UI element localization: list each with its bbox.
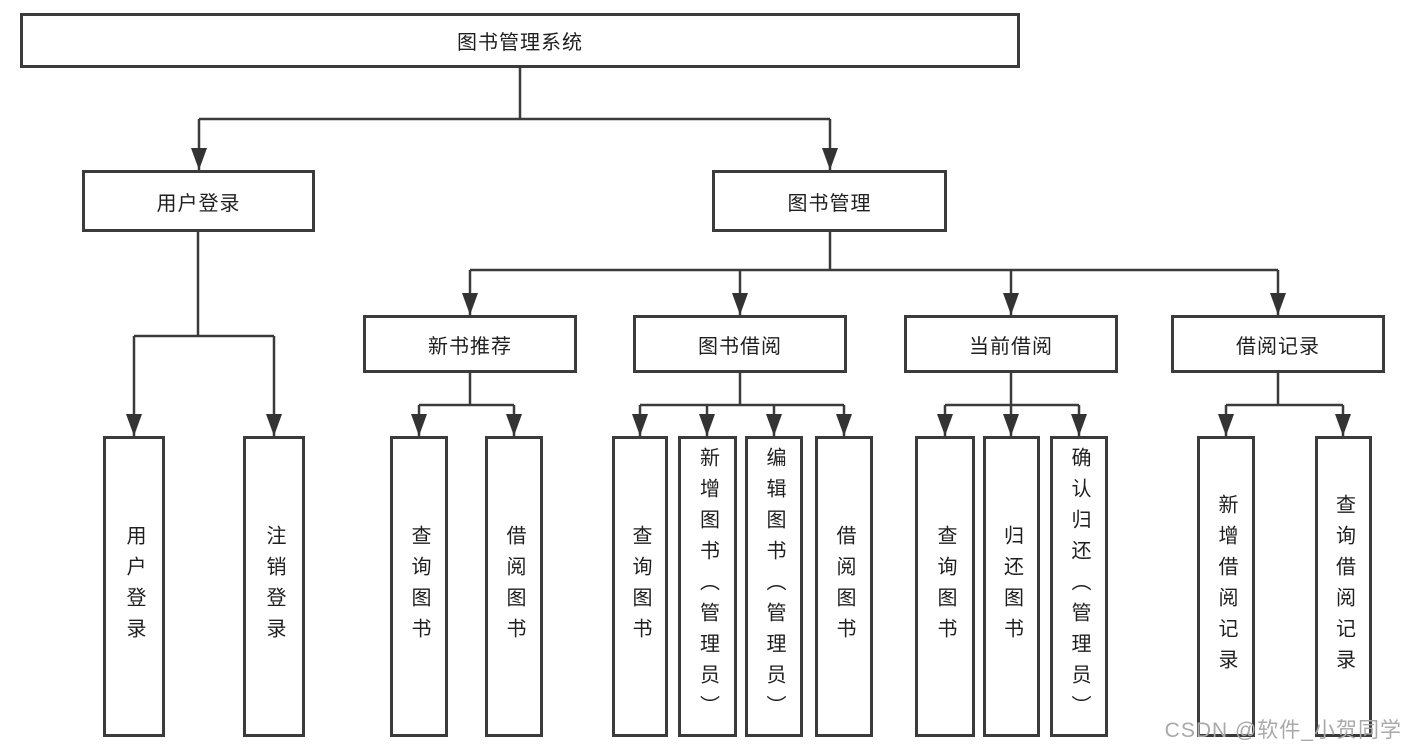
node-library-management-system: 图书管理系统: [20, 13, 1020, 68]
edge-root-to-level2: [191, 68, 838, 170]
node-user-login-group: 用户登录: [82, 170, 315, 232]
node-new-book-recommendation: 新书推荐: [363, 315, 577, 373]
node-book-management: 图书管理: [712, 170, 947, 232]
edge-book-management-to-level3: [462, 232, 1286, 315]
watermark: CSDN @软件_小贺同学: [1164, 719, 1402, 742]
node-borrowing-records: 借阅记录: [1171, 315, 1385, 373]
edge-current-borrow-to-leaves: [937, 373, 1087, 436]
edge-user-login-to-leaves: [126, 232, 282, 436]
node-current-borrowing: 当前借阅: [904, 315, 1118, 373]
leaf-user-login: 用户登录: [103, 436, 165, 737]
leaf-edit-books-admin: 编辑图书（管理员）: [745, 436, 803, 737]
leaf-logout: 注销登录: [243, 436, 305, 737]
leaf-confirm-return-admin: 确认归还（管理员）: [1050, 436, 1108, 737]
leaf-add-borrow-record: 新增借阅记录: [1197, 436, 1255, 737]
leaf-add-books-admin: 新增图书（管理员）: [678, 436, 737, 737]
edge-book-borrow-to-leaves: [632, 373, 852, 436]
edge-borrow-records-to-leaves: [1218, 373, 1351, 436]
leaf-query-books-2: 查询图书: [612, 436, 668, 737]
node-book-borrowing: 图书借阅: [633, 315, 847, 373]
edge-new-book-rec-to-leaves: [411, 373, 522, 436]
leaf-borrow-books-2: 借阅图书: [815, 436, 873, 737]
leaf-query-books-3: 查询图书: [915, 436, 975, 737]
leaf-borrow-books-1: 借阅图书: [485, 436, 543, 737]
leaf-query-books-1: 查询图书: [390, 436, 448, 737]
leaf-return-books: 归还图书: [983, 436, 1040, 737]
leaf-query-borrow-record: 查询借阅记录: [1315, 436, 1372, 737]
